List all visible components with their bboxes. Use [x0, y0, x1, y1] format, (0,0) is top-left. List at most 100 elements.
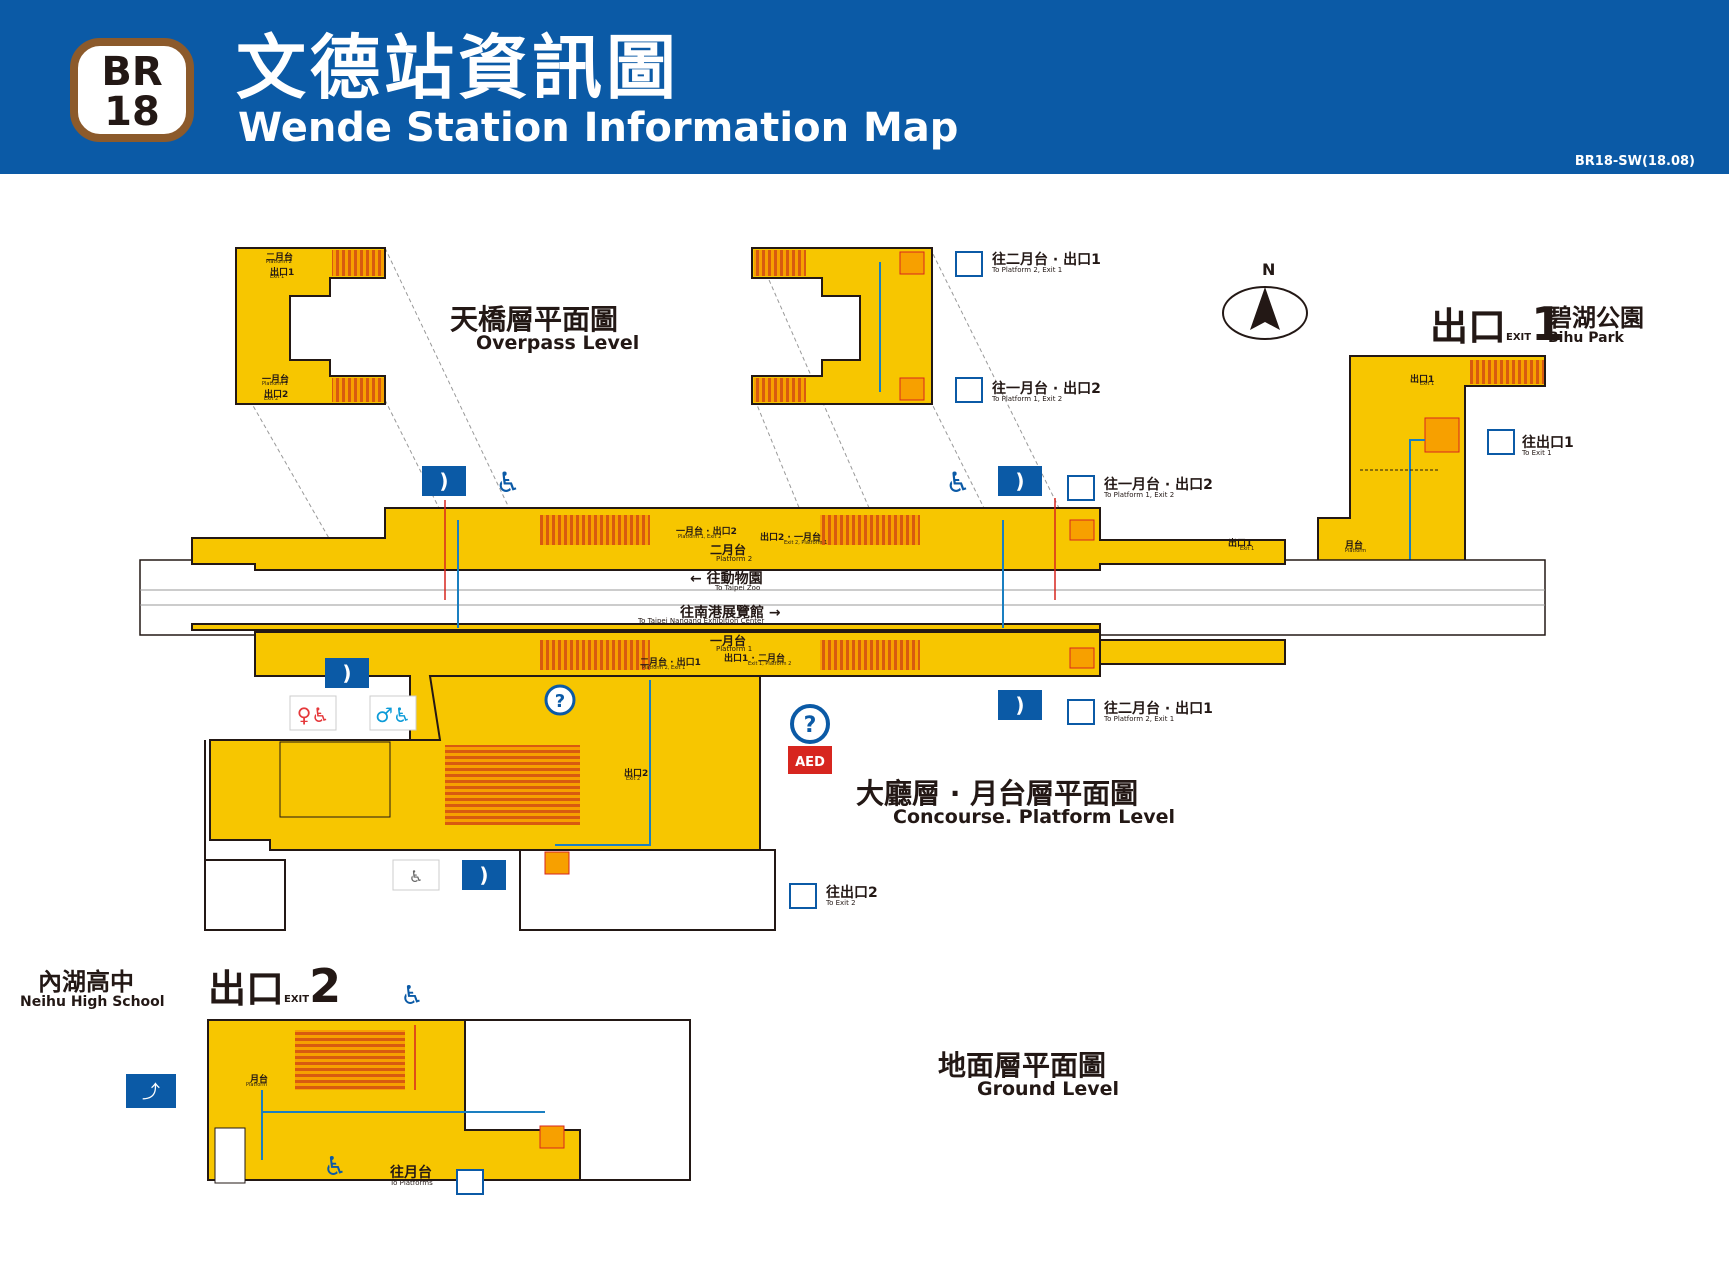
line-code: BR: [101, 49, 163, 95]
exit1-sign-en: EXIT: [1506, 332, 1532, 343]
accessible-ramp-icon: ♿: [323, 1152, 346, 1182]
concourse-label: 出口2: [624, 769, 649, 779]
exit1-number: 1: [1531, 297, 1564, 351]
bihu-label-en: Platform: [1345, 548, 1367, 554]
drinking-fountain-icon: ⤴: [126, 1074, 176, 1108]
elevator-label-en: To Platforms: [390, 1179, 433, 1187]
concourse-title-zh: 大廳層 · 月台層平面圖: [856, 777, 1139, 810]
direction-nangang-text: 往南港展覽館: [680, 605, 764, 621]
overpass-west: [235, 247, 386, 405]
line-badge: BR 18: [70, 38, 194, 142]
ov-label-en: Platform 1: [262, 381, 288, 387]
elevator-label-zh: 往二月台 · 出口1: [1104, 701, 1213, 717]
elevator-label-zh: 往月台: [390, 1165, 432, 1181]
exit2-sign-zh: 出口: [208, 967, 285, 1011]
concourse-label-en: Exit 2: [626, 776, 641, 782]
station-map: ) ) ) ) ) ♿ ♿ ? ? AED ♀♿ ♂♿ ♿ ♿ ♿ ⤴: [126, 247, 1546, 1195]
direction-nangang-zh: 往南港展覽館 →: [680, 605, 781, 621]
ground-label-en: Platform: [246, 1082, 268, 1088]
phone-icon: ): [998, 690, 1042, 720]
direction-zoo-text: 往動物園: [706, 571, 763, 587]
ov-label-en: Platform 2: [266, 259, 292, 265]
exit2-number: 2: [309, 959, 342, 1013]
info-icon: ?: [544, 684, 576, 716]
ground-label: 月台: [250, 1075, 269, 1085]
p2-label: 出口1: [1228, 539, 1253, 549]
p2-label-en: Platform 1, Exit 2: [678, 534, 722, 540]
aed-icon: AED: [788, 746, 832, 774]
restroom-icon: ♂♿: [369, 695, 417, 731]
svg-text:): ): [1015, 693, 1024, 717]
exit1-sign-zh: 出口: [1430, 305, 1507, 349]
elevator-label-en: To Platform 2, Exit 1: [992, 266, 1063, 274]
platform1-label-en: Platform 1: [716, 645, 753, 653]
family-restroom-icon: ♿: [392, 859, 440, 891]
elevator-label-en: To Exit 2: [826, 899, 856, 907]
svg-text:♂♿: ♂♿: [375, 703, 411, 727]
ov-label: 出口2: [264, 390, 289, 400]
svg-text:?: ?: [555, 691, 565, 712]
svg-text:): ): [342, 661, 351, 685]
exit1-place-en: Bihu Park: [1548, 330, 1624, 346]
elevator-label-zh: 往二月台 · 出口1: [992, 252, 1101, 268]
svg-text:): ): [479, 863, 488, 887]
bihu-label: 出口1: [1410, 375, 1435, 385]
svg-text:♀♿: ♀♿: [297, 703, 330, 727]
p1-label: 二月台 · 出口1: [640, 658, 701, 668]
exit1-place-zh: 碧湖公園: [1548, 304, 1644, 332]
svg-text:♿: ♿: [400, 981, 423, 1011]
p2-label-en: Exit 1: [1240, 546, 1255, 552]
info-icon: ?: [790, 704, 830, 744]
elevator-label-zh: 往一月台 · 出口2: [992, 381, 1101, 397]
exit2-sign: 出口EXIT2: [208, 958, 341, 1013]
page-title-en: Wende Station Information Map: [238, 105, 959, 151]
phone-icon: ): [462, 860, 506, 890]
elevator-label-zh: 往出口2: [826, 885, 878, 901]
exit1-sign: 出口EXIT1: [1430, 296, 1563, 351]
elevator-label-en: To Exit 1: [1522, 449, 1552, 457]
header-bar: BR 18 文德站資訊圖 Wende Station Information M…: [0, 0, 1729, 174]
platform1-label-zh: 一月台: [710, 634, 747, 648]
p2-label: 出口2 · 一月台: [760, 533, 821, 543]
accessible-ramp-icon: ♿: [400, 981, 423, 1011]
exit2-place-zh: 內湖高中: [38, 968, 134, 996]
svg-text:?: ?: [804, 713, 817, 738]
p1-label-en: Platform 2, Exit 1: [642, 665, 686, 671]
overpass-title-en: Overpass Level: [476, 332, 640, 354]
svg-text:⤴: ⤴: [142, 1082, 160, 1103]
elevator-label-en: To Platform 1, Exit 2: [992, 395, 1063, 403]
phone-icon: ): [998, 466, 1042, 496]
ov-label: 二月台: [266, 253, 294, 263]
map-code: BR18-SW(18.08): [1574, 154, 1695, 169]
exit2-place-en: Neihu High School: [20, 994, 165, 1010]
ov-label: 一月台: [262, 375, 290, 385]
phone-icon: ): [325, 658, 369, 688]
ground-level: [207, 1019, 691, 1184]
direction-zoo-zh: ← 往動物園: [690, 571, 763, 587]
elevator-label-en: To Platform 1, Exit 2: [1104, 491, 1175, 499]
phone-icon: ): [422, 466, 466, 496]
elevator-label-en: To Platform 2, Exit 1: [1104, 715, 1175, 723]
ov-label-en: Exit 1: [270, 274, 285, 280]
ground-title-en: Ground Level: [977, 1078, 1120, 1100]
svg-text:AED: AED: [795, 755, 825, 770]
svg-text:♿: ♿: [945, 466, 970, 499]
exit2-sign-en: EXIT: [284, 994, 310, 1005]
elevator-icon: [456, 251, 1515, 1195]
bihu-label-en: Exit 1: [1420, 381, 1435, 387]
concourse-platform-level: [139, 498, 1546, 931]
exit1-building: [1317, 355, 1546, 565]
svg-text:): ): [1015, 469, 1024, 493]
ground-title-zh: 地面層平面圖: [938, 1049, 1107, 1082]
p2-label-en: Exit 2, Platform 1: [784, 540, 828, 546]
p1-label: 出口1 · 二月台: [724, 654, 785, 664]
svg-text:♿: ♿: [323, 1152, 346, 1182]
overpass-title-zh: 天橋層平面圖: [450, 303, 619, 336]
platform2-label-en: Platform 2: [716, 555, 753, 563]
compass-icon: [1222, 286, 1308, 340]
svg-text:♿: ♿: [495, 466, 520, 499]
wheelchair-icon: ♿: [495, 466, 520, 499]
direction-nangang-en: To Taipei Nangang Exhibition Center: [638, 617, 765, 625]
elevator-label-zh: 往一月台 · 出口2: [1104, 477, 1213, 493]
restroom-icon: ♀♿: [289, 695, 337, 731]
